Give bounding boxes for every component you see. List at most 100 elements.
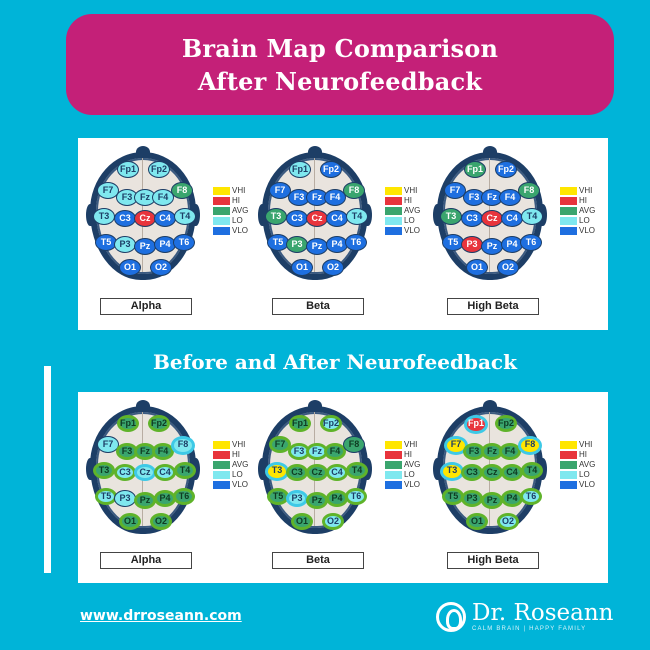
legend-item-vhi: VHI	[213, 440, 248, 450]
legend-swatch	[213, 441, 230, 449]
legend-item-lo: LO	[560, 216, 595, 226]
legend-label: VLO	[232, 480, 249, 489]
electrode-t5: T5	[95, 234, 117, 251]
legend-swatch	[560, 187, 577, 195]
electrode-c4: C4	[326, 464, 348, 481]
electrode-c4: C4	[326, 210, 348, 227]
electrode-p4: P4	[154, 236, 176, 253]
section-subtitle: Before and After Neurofeedback	[153, 350, 517, 374]
electrode-f4: F4	[152, 189, 174, 206]
electrode-c3: C3	[286, 464, 308, 481]
map-label: Beta	[272, 552, 364, 569]
legend-label: VHI	[579, 440, 593, 449]
electrode-fp1: Fp1	[289, 161, 311, 178]
electrode-t3: T3	[93, 208, 115, 225]
electrode-t4: T4	[346, 208, 368, 225]
legend-item-avg: AVG	[213, 460, 248, 470]
right-ear-icon	[539, 204, 547, 226]
legend-swatch	[560, 207, 577, 215]
website-link[interactable]: www.drroseann.com	[80, 608, 242, 624]
electrode-o2: O2	[497, 513, 519, 530]
electrode-t6: T6	[520, 488, 542, 505]
legend-item-hi: HI	[213, 450, 248, 460]
electrode-t4: T4	[521, 462, 543, 479]
electrode-fp1: Fp1	[464, 161, 486, 178]
electrode-o1: O1	[466, 513, 488, 530]
electrode-o2: O2	[322, 259, 344, 276]
legend-label: VHI	[232, 186, 246, 195]
legend-label: AVG	[579, 206, 596, 215]
legend-swatch	[560, 217, 577, 225]
legend-label: LO	[404, 216, 415, 225]
legend-label: AVG	[404, 460, 421, 469]
electrode-o1: O1	[291, 259, 313, 276]
legend-item-lo: LO	[213, 470, 248, 480]
electrode-c4: C4	[154, 210, 176, 227]
right-ear-icon	[364, 458, 372, 480]
legend-label: VLO	[404, 480, 421, 489]
electrode-fp2: Fp2	[148, 161, 170, 178]
legend-item-vhi: VHI	[385, 440, 420, 450]
electrode-pz: Pz	[481, 238, 503, 255]
electrode-f4: F4	[499, 189, 521, 206]
electrode-t6: T6	[173, 234, 195, 251]
legend-label: VLO	[404, 226, 421, 235]
electrode-fp2: Fp2	[148, 415, 170, 432]
electrode-p3: P3	[114, 490, 136, 507]
legend-swatch	[385, 441, 402, 449]
legend-item-avg: AVG	[213, 206, 248, 216]
electrode-c4: C4	[501, 464, 523, 481]
electrode-t4: T4	[174, 208, 196, 225]
electrode-t4: T4	[521, 208, 543, 225]
electrode-f7: F7	[444, 436, 468, 455]
legend-item-hi: HI	[213, 196, 248, 206]
legend-item-vlo: VLO	[560, 480, 595, 490]
map-label: Alpha	[100, 298, 192, 315]
electrode-o2: O2	[150, 513, 172, 530]
electrode-cz: Cz	[134, 210, 156, 227]
brand-logo: Dr. Roseann CALM BRAIN | HAPPY FAMILY	[436, 601, 613, 633]
legend-label: AVG	[232, 206, 249, 215]
legend-item-lo: LO	[560, 470, 595, 480]
electrode-t4: T4	[174, 462, 196, 479]
electrode-f8: F8	[171, 182, 193, 199]
legend-swatch	[560, 197, 577, 205]
electrode-o1: O1	[466, 259, 488, 276]
electrode-o1: O1	[291, 513, 313, 530]
legend-label: VLO	[579, 226, 596, 235]
electrode-o2: O2	[150, 259, 172, 276]
legend-swatch	[213, 207, 230, 215]
electrode-c3: C3	[114, 464, 136, 481]
right-ear-icon	[192, 458, 200, 480]
map-label: Beta	[272, 298, 364, 315]
legend-swatch	[385, 227, 402, 235]
title-line-2: After Neurofeedback	[197, 66, 483, 96]
electrode-c4: C4	[501, 210, 523, 227]
legend-label: HI	[579, 450, 587, 459]
legend-swatch	[560, 451, 577, 459]
electrode-f8: F8	[343, 182, 365, 199]
electrode-f3: F3	[288, 443, 310, 460]
electrode-fp1: Fp1	[289, 415, 311, 432]
electrode-fp1: Fp1	[464, 415, 488, 434]
electrode-pz: Pz	[481, 492, 503, 509]
electrode-cz: Cz	[306, 210, 328, 227]
legend-item-avg: AVG	[385, 460, 420, 470]
electrode-t3: T3	[93, 462, 115, 479]
legend-swatch	[385, 207, 402, 215]
electrode-f8: F8	[518, 182, 540, 199]
legend-label: VLO	[232, 226, 249, 235]
brand-tagline: CALM BRAIN | HAPPY FAMILY	[472, 626, 587, 632]
legend-item-lo: LO	[213, 216, 248, 226]
legend-item-vlo: VLO	[385, 480, 420, 490]
legend-label: LO	[232, 216, 243, 225]
legend-item-hi: HI	[385, 196, 420, 206]
legend-item-avg: AVG	[560, 206, 595, 216]
legend-swatch	[213, 451, 230, 459]
